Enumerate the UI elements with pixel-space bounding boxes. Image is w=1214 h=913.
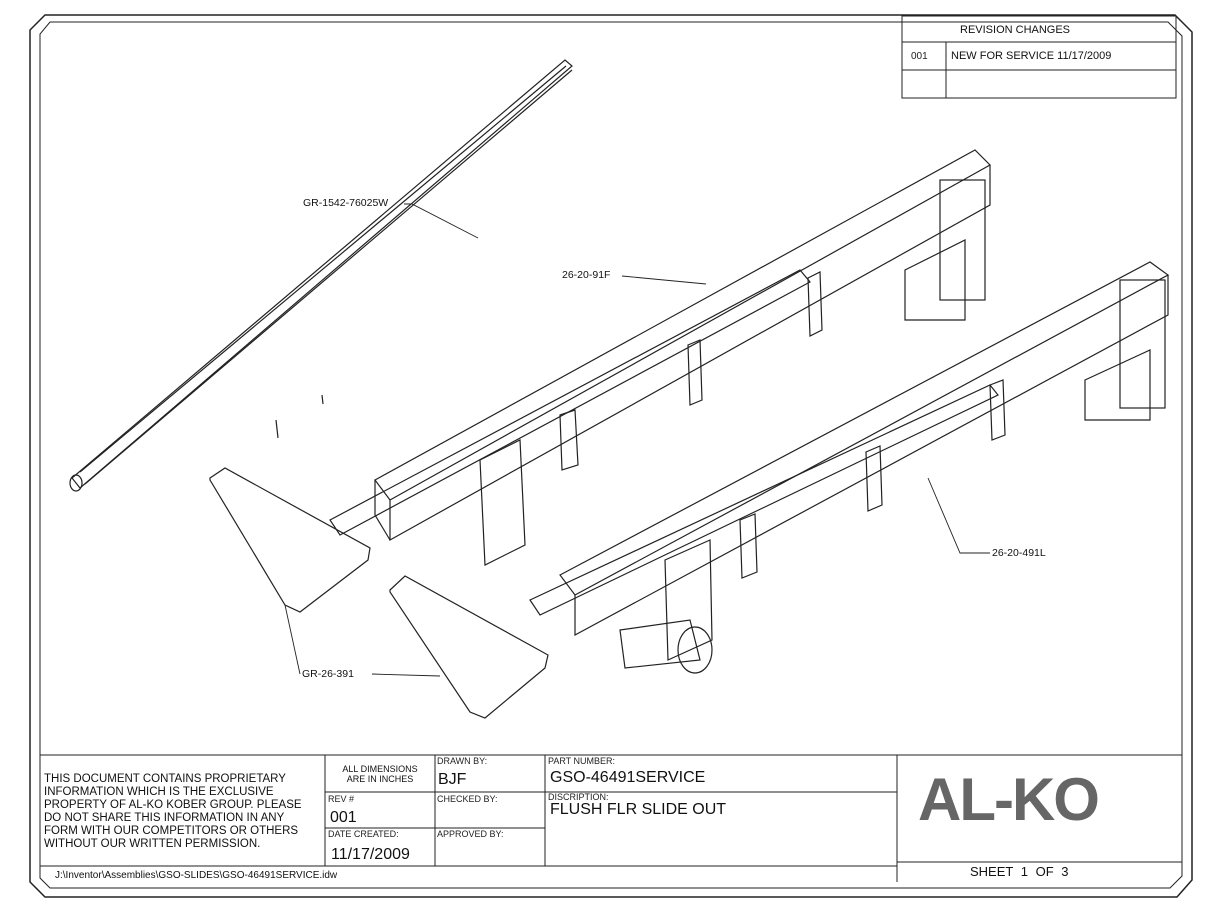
sheet-of-label: OF <box>1035 864 1054 879</box>
revision-table-title: REVISION CHANGES <box>960 24 1071 36</box>
callout-rail: GR-1542-76025W <box>303 197 389 209</box>
sheet-current: 1 <box>1020 864 1028 879</box>
left-bracket-part <box>209 467 371 613</box>
disclaimer-line: DO NOT SHARE THIS INFORMATION IN ANY <box>44 812 285 824</box>
dimensions-note-line: ARE IN INCHES <box>346 774 414 784</box>
part-number-label: PART NUMBER: <box>548 756 616 766</box>
right-bracket-part <box>389 575 549 719</box>
description-label: DISCRIPTION: <box>548 792 609 802</box>
disclaimer-line: FORM WITH OUR COMPETITORS OR OTHERS <box>44 825 299 837</box>
disclaimer-line: INFORMATION WHICH IS THE EXCLUSIVE <box>44 786 274 798</box>
sheet-label: SHEET <box>970 864 1014 879</box>
date-value: 11/17/2009 <box>331 846 410 863</box>
rev-value: 001 <box>330 809 357 826</box>
title-block-grid <box>40 754 1182 882</box>
callout-left-frame: 26-20-91F <box>562 269 611 281</box>
left-frame-part <box>275 149 991 566</box>
disclaimer-line: PROPERTY OF AL-KO KOBER GROUP. PLEASE <box>44 799 302 811</box>
revision-number: 001 <box>911 51 928 62</box>
dimensions-note: ALL DIMENSIONS ARE IN INCHES <box>325 764 435 784</box>
description-value: FLUSH FLR SLIDE OUT <box>550 801 727 818</box>
rail-part <box>69 59 573 492</box>
outer-border <box>29 14 1193 898</box>
revision-table-grid <box>901 15 1177 99</box>
right-frame-part <box>529 261 1170 674</box>
dimensions-note-line: ALL DIMENSIONS <box>342 764 418 774</box>
approved-label: APPROVED BY: <box>437 829 504 839</box>
disclaimer: THIS DOCUMENT CONTAINS PROPRIETARY INFOR… <box>44 773 302 851</box>
callout-right-frame: 26-20-491L <box>992 547 1046 559</box>
leader-lines <box>284 203 990 677</box>
callout-bracket: GR-26-391 <box>302 668 354 680</box>
disclaimer-line: THIS DOCUMENT CONTAINS PROPRIETARY <box>44 773 286 785</box>
revision-description: NEW FOR SERVICE 11/17/2009 <box>951 50 1112 62</box>
drawn-label: DRAWN BY: <box>437 756 488 766</box>
inner-border <box>39 21 1183 889</box>
sheet-indicator: SHEET 1 OF 3 <box>970 864 1069 879</box>
file-path: J:\Inventor\Assemblies\GSO-SLIDES\GSO-46… <box>55 870 338 881</box>
rev-label: REV # <box>328 794 355 804</box>
part-number-value: GSO-46491SERVICE <box>550 769 706 786</box>
sheet-total: 3 <box>1061 864 1069 879</box>
alko-logo: AL-KO <box>918 766 1100 833</box>
disclaimer-line: WITHOUT OUR WRITTEN PERMISSION. <box>44 838 261 850</box>
drawn-value: BJF <box>438 771 467 788</box>
date-label: DATE CREATED: <box>328 829 399 839</box>
checked-label: CHECKED BY: <box>437 794 498 804</box>
